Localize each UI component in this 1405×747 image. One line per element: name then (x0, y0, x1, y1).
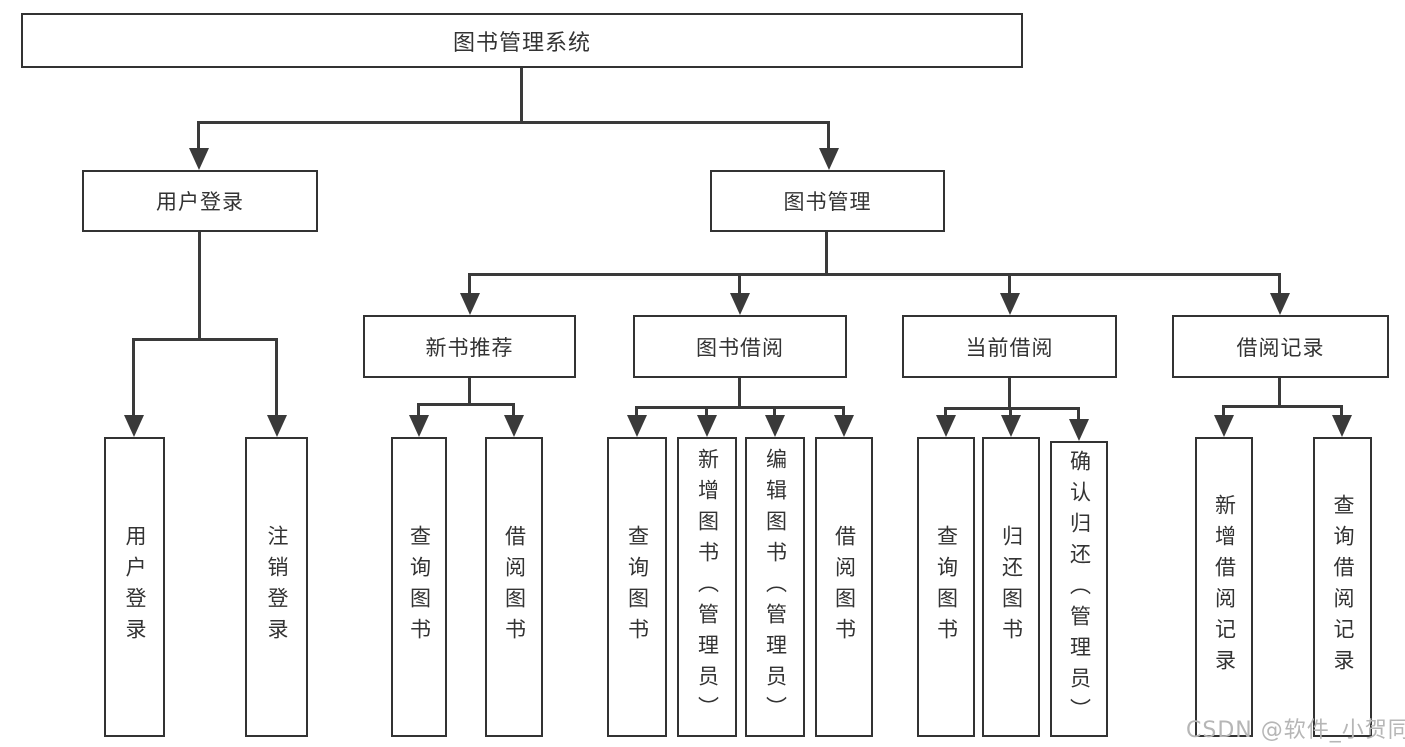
leaf-query-books-recommend: 查询图书 (391, 437, 447, 737)
leaf-label: 查询图书 (625, 525, 650, 649)
connector-userlogin-branch (132, 338, 278, 341)
connector-drop (275, 338, 278, 419)
leaf-logout: 注销登录 (245, 437, 308, 737)
leaf-label: 编辑图书（管理员） (763, 447, 788, 727)
connector-drop (944, 407, 947, 419)
leaf-borrow-books-recommend: 借阅图书 (485, 437, 543, 737)
leaf-confirm-return-admin: 确认归还（管理员） (1050, 441, 1108, 737)
arrow-down-icon (730, 293, 750, 315)
leaf-label: 用户登录 (123, 525, 147, 649)
leaf-label: 归还图书 (999, 525, 1024, 649)
leaf-edit-book-admin: 编辑图书（管理员） (745, 437, 805, 737)
leaf-borrow-books: 借阅图书 (815, 437, 873, 737)
connector-drop (1278, 273, 1281, 297)
node-label: 图书管理系统 (452, 30, 591, 56)
node-label: 借阅记录 (1236, 335, 1325, 360)
connector-bookborrow-stem (738, 378, 741, 406)
arrow-down-icon (124, 415, 144, 437)
arrow-down-icon (1270, 293, 1290, 315)
leaf-label: 确认归还（管理员） (1067, 449, 1092, 729)
connector-userlogin-stem (198, 232, 201, 338)
arrow-down-icon (1001, 415, 1021, 437)
connector-root-stem (520, 68, 523, 121)
arrow-down-icon (697, 415, 717, 437)
node-label: 用户登录 (156, 190, 244, 214)
arrow-down-icon (1332, 415, 1352, 437)
arrow-down-icon (189, 148, 209, 170)
leaf-label: 查询借阅记录 (1331, 494, 1355, 680)
connector-drop (827, 121, 830, 152)
connector-root-branch (197, 121, 830, 124)
connector-drop (738, 273, 741, 297)
connector-bookborrow-branch (635, 406, 845, 409)
node-label: 图书借阅 (696, 335, 784, 360)
arrow-down-icon (1069, 419, 1089, 441)
node-root: 图书管理系统 (21, 13, 1023, 68)
connector-drop (132, 338, 135, 419)
arrow-down-icon (1000, 293, 1020, 315)
node-new-book-recommend: 新书推荐 (363, 315, 576, 378)
leaf-label: 注销登录 (265, 525, 289, 649)
connector-drop (705, 406, 708, 419)
leaf-label: 借阅图书 (502, 525, 527, 649)
connector-records-stem (1278, 378, 1281, 405)
leaf-query-borrow-record: 查询借阅记录 (1313, 437, 1372, 737)
connector-records-branch (1222, 405, 1343, 408)
node-label: 图书管理 (783, 190, 872, 214)
arrow-down-icon (819, 148, 839, 170)
connector-drop (1340, 405, 1343, 419)
leaf-query-books-borrow: 查询图书 (607, 437, 667, 737)
connector-drop (1009, 407, 1012, 419)
leaf-query-books-current: 查询图书 (917, 437, 975, 737)
node-book-borrow: 图书借阅 (633, 315, 847, 378)
connector-bookmgmt-stem (825, 232, 828, 273)
connector-currentborrow-branch (944, 407, 1080, 410)
leaf-return-books: 归还图书 (982, 437, 1040, 737)
connector-newbook-stem (468, 378, 471, 403)
connector-drop (635, 406, 638, 419)
arrow-down-icon (936, 415, 956, 437)
leaf-label: 新增借阅记录 (1212, 494, 1237, 680)
leaf-label: 新增图书（管理员） (695, 447, 720, 727)
arrow-down-icon (460, 293, 480, 315)
connector-drop (468, 273, 471, 297)
connector-currentborrow-stem (1008, 378, 1011, 407)
arrow-down-icon (834, 415, 854, 437)
csdn-watermark: CSDN @软件_小贺同学 (1186, 718, 1405, 743)
connector-drop (197, 121, 200, 152)
leaf-add-book-admin: 新增图书（管理员） (677, 437, 737, 737)
node-current-borrow: 当前借阅 (902, 315, 1117, 378)
connector-bookmgmt-branch (468, 273, 1281, 276)
arrow-down-icon (765, 415, 785, 437)
node-user-login: 用户登录 (82, 170, 318, 232)
connector-drop (512, 403, 515, 419)
connector-drop (1222, 405, 1225, 419)
leaf-user-login: 用户登录 (104, 437, 165, 737)
node-book-management: 图书管理 (710, 170, 945, 232)
node-borrow-records: 借阅记录 (1172, 315, 1389, 378)
connector-drop (1008, 273, 1011, 297)
arrow-down-icon (504, 415, 524, 437)
arrow-down-icon (267, 415, 287, 437)
connector-drop (417, 403, 420, 419)
node-label: 当前借阅 (965, 335, 1054, 360)
arrow-down-icon (1214, 415, 1234, 437)
connector-newbook-branch (417, 403, 515, 406)
node-label: 新书推荐 (425, 335, 514, 360)
leaf-add-borrow-record: 新增借阅记录 (1195, 437, 1253, 737)
leaf-label: 借阅图书 (832, 525, 857, 649)
connector-drop (1077, 407, 1080, 423)
arrow-down-icon (409, 415, 429, 437)
connector-drop (842, 406, 845, 419)
connector-drop (773, 406, 776, 419)
leaf-label: 查询图书 (934, 525, 959, 649)
arrow-down-icon (627, 415, 647, 437)
leaf-label: 查询图书 (407, 525, 432, 649)
